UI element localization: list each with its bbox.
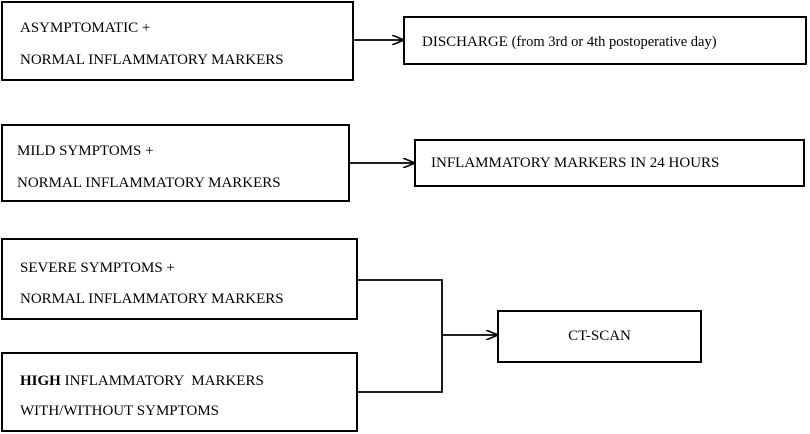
asymptomatic-line1: ASYMPTOMATIC + — [20, 20, 151, 36]
high-markers-box: HIGH INFLAMMATORY MARKERS WITH/WITHOUT S… — [1, 352, 358, 432]
markers-24h-box: INFLAMMATORY MARKERS IN 24 HOURS — [414, 139, 805, 187]
severe-line1: SEVERE SYMPTOMS + — [20, 260, 175, 276]
high-line1: HIGH INFLAMMATORY MARKERS — [20, 374, 264, 389]
bracket-severe-high — [357, 279, 443, 393]
severe-symptoms-box: SEVERE SYMPTOMS + NORMAL INFLAMMATORY MA… — [1, 238, 358, 320]
high-line1-rest: INFLAMMATORY MARKERS — [60, 373, 264, 389]
mild-line1: MILD SYMPTOMS + — [17, 143, 154, 159]
markers-24h-label: INFLAMMATORY MARKERS IN 24 HOURS — [431, 154, 720, 171]
discharge-main: DISCHARGE — [422, 34, 508, 50]
discharge-detail: (from 3rd or 4th postoperative day) — [511, 34, 717, 50]
asymptomatic-line2: NORMAL INFLAMMATORY MARKERS — [20, 52, 284, 68]
ct-scan-label: CT-SCAN — [568, 328, 631, 344]
discharge-box: DISCHARGE (from 3rd or 4th postoperative… — [403, 16, 807, 65]
mild-line2: NORMAL INFLAMMATORY MARKERS — [17, 175, 281, 191]
discharge-label: DISCHARGE (from 3rd or 4th postoperative… — [422, 35, 717, 50]
high-emphasis: HIGH — [20, 373, 61, 389]
severe-line2: NORMAL INFLAMMATORY MARKERS — [20, 291, 284, 307]
high-line2: WITH/WITHOUT SYMPTOMS — [20, 403, 220, 419]
asymptomatic-box: ASYMPTOMATIC + NORMAL INFLAMMATORY MARKE… — [1, 1, 354, 81]
mild-symptoms-box: MILD SYMPTOMS + NORMAL INFLAMMATORY MARK… — [1, 124, 350, 202]
ct-scan-box: CT-SCAN — [497, 310, 702, 363]
